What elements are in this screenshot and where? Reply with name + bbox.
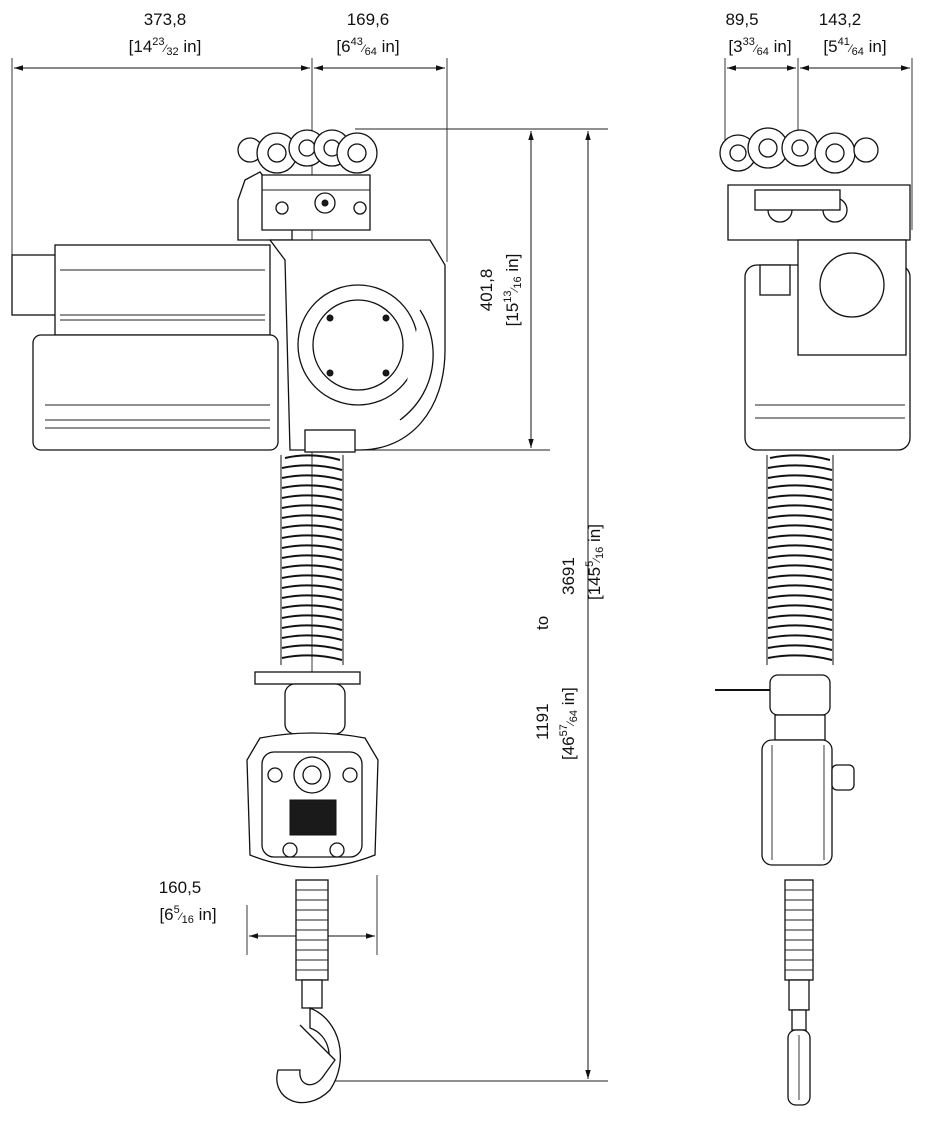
- dim-travel-min-in: [4657⁄64 in]: [558, 687, 580, 760]
- trolley-wheels-side: [719, 127, 879, 174]
- control-handle-side: [761, 739, 855, 866]
- dim-side-left-mm: 89,5: [725, 10, 758, 29]
- control-handle-front: [246, 732, 379, 869]
- dim-travel-max-mm: 3691: [559, 557, 578, 595]
- dim-side-left-in: [333⁄64 in]: [728, 36, 791, 58]
- hook-front: [276, 979, 342, 1104]
- hook-side: [787, 979, 811, 1106]
- dim-front-left-mm: 373,8: [144, 10, 187, 29]
- trolley-wheels-front: [237, 129, 378, 174]
- dim-side-right-in: [541⁄64 in]: [823, 36, 886, 58]
- dim-travel-min-mm: 1191: [533, 703, 552, 740]
- side-view: [715, 127, 911, 1106]
- dim-head-height-in: [1513⁄16 in]: [502, 254, 524, 327]
- dim-travel-separator: to: [533, 616, 552, 630]
- spring-cable-side: [766, 454, 834, 665]
- dim-travel-max-in: [1455⁄16 in]: [584, 524, 606, 600]
- front-view: [11, 129, 446, 1104]
- dim-front-right-mm: 169,6: [347, 10, 390, 29]
- dim-head-height-mm: 401,8: [477, 269, 496, 312]
- dim-side-right-mm: 143,2: [819, 10, 862, 29]
- dim-handle-in: [65⁄16 in]: [159, 904, 216, 926]
- dim-front-right-in: [643⁄64 in]: [336, 36, 399, 58]
- spring-cable-front: [280, 454, 344, 665]
- dim-handle-mm: 160,5: [159, 878, 202, 897]
- strain-relief-front: [295, 879, 329, 981]
- strain-relief-side: [784, 879, 814, 981]
- dimension-labels: 373,8 [1423⁄32 in] 169,6 [643⁄64 in] 89,…: [129, 10, 887, 926]
- dim-front-left-in: [1423⁄32 in]: [129, 36, 202, 58]
